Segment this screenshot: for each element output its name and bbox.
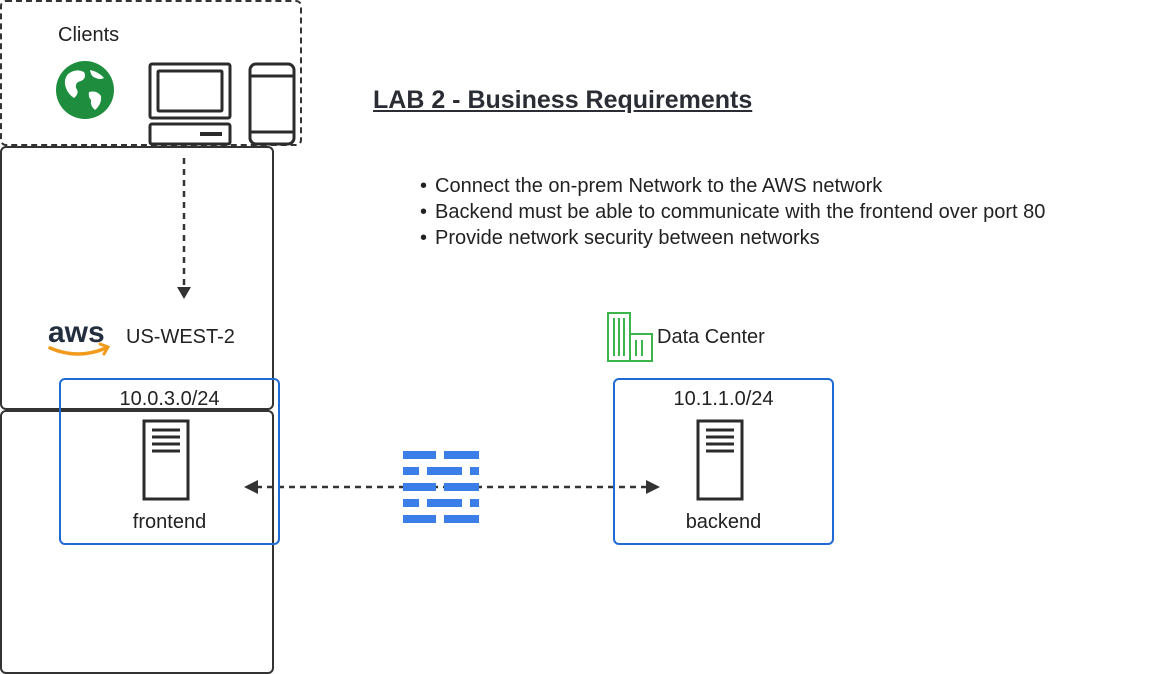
requirement-item: Provide network security between network… bbox=[420, 225, 1045, 251]
datacenter-subnet-cidr: 10.1.1.0/24 bbox=[673, 388, 774, 410]
aws-logo-text: aws bbox=[48, 316, 105, 349]
requirements-list: Connect the on-prem Network to the AWS n… bbox=[420, 173, 1045, 251]
aws-subnet-group bbox=[59, 378, 280, 545]
backend-server-label: backend bbox=[685, 511, 762, 533]
backend-server-icon bbox=[696, 419, 744, 501]
frontend-server-label: frontend bbox=[132, 511, 207, 533]
firewall-icon bbox=[403, 451, 479, 523]
requirement-item: Backend must be able to communicate with… bbox=[420, 199, 1045, 225]
datacenter-label: Data Center bbox=[657, 326, 765, 348]
desktop-computer-icon bbox=[148, 62, 232, 146]
aws-region-group bbox=[0, 146, 274, 410]
requirement-item: Connect the on-prem Network to the AWS n… bbox=[420, 173, 1045, 199]
clients-to-aws-connector bbox=[177, 158, 191, 299]
aws-region-label: US-WEST-2 bbox=[126, 326, 235, 348]
frontend-backend-connector bbox=[244, 480, 660, 494]
datacenter-building-icon bbox=[607, 312, 653, 362]
page-title: LAB 2 - Business Requirements bbox=[373, 86, 753, 114]
globe-icon bbox=[56, 61, 114, 119]
mobile-phone-icon bbox=[248, 62, 296, 146]
frontend-server-icon bbox=[142, 419, 190, 501]
clients-label: Clients bbox=[58, 24, 120, 46]
diagram-canvas: aws bbox=[48, 61, 744, 523]
datacenter-subnet-group bbox=[613, 378, 834, 545]
aws-logo: aws bbox=[48, 316, 111, 356]
aws-subnet-cidr: 10.0.3.0/24 bbox=[119, 388, 220, 410]
